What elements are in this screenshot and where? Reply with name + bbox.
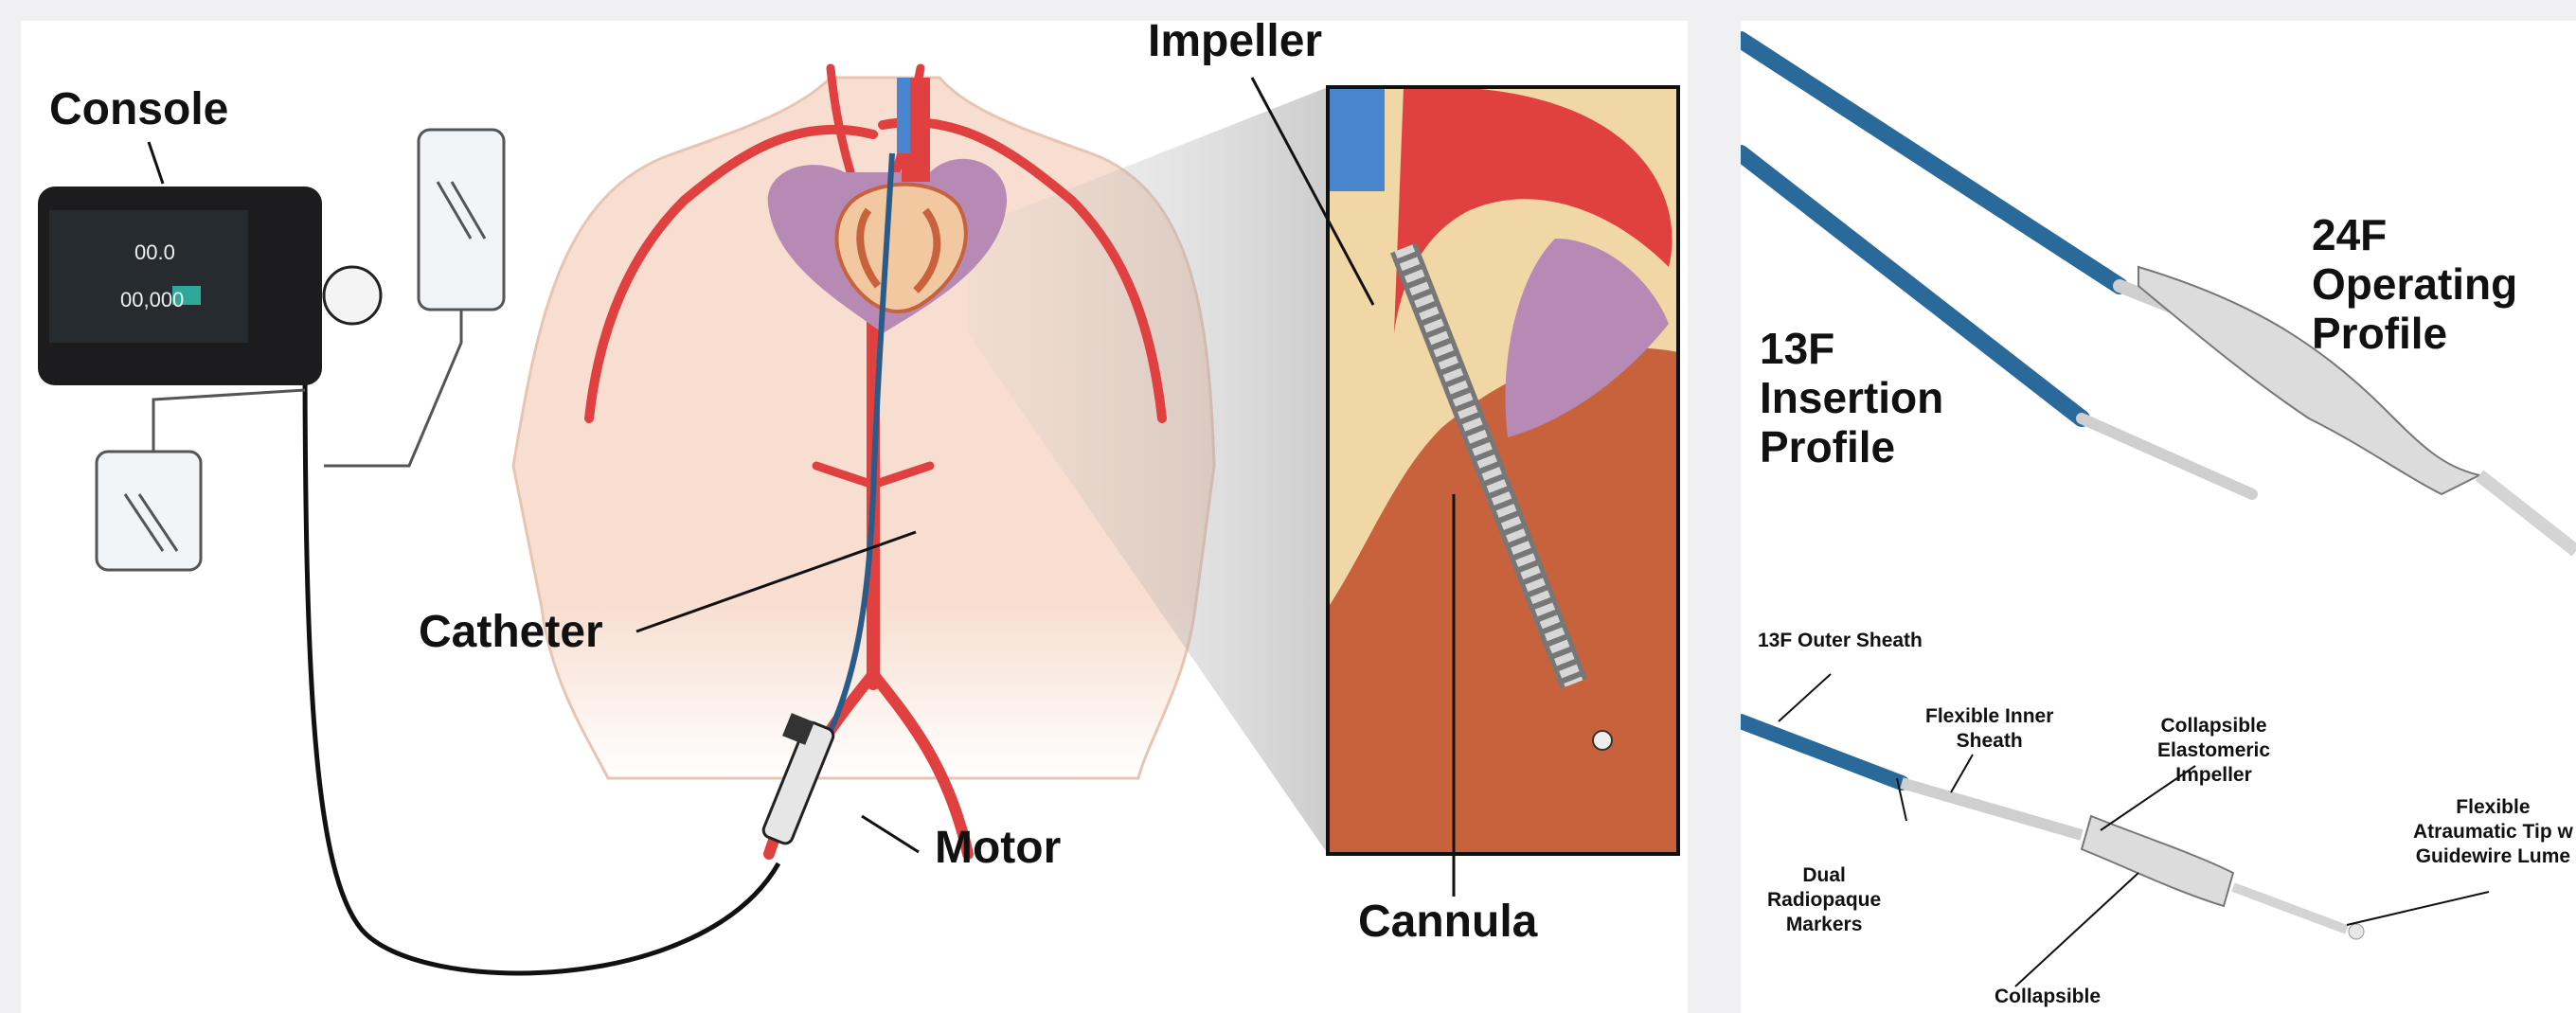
callout-lines xyxy=(1779,674,2489,986)
label-24f-line1: 24F xyxy=(2312,210,2517,259)
callout-inner-sheath-line1: Flexible Inner xyxy=(1925,704,2053,729)
callout-tip-line1: Flexible xyxy=(2413,795,2573,820)
label-impeller: Impeller xyxy=(1148,15,1322,67)
callout-outer-sheath: 13F Outer Sheath xyxy=(1758,629,1923,653)
label-13f-line1: 13F xyxy=(1760,324,1943,373)
callout-tip-line3: Guidewire Lume xyxy=(2413,844,2573,869)
label-motor: Motor xyxy=(935,822,1061,874)
label-console: Console xyxy=(49,83,228,135)
callout-impeller: Collapsible Elastomeric Impeller xyxy=(2157,714,2270,788)
callout-impeller-line3: Impeller xyxy=(2157,763,2270,788)
callout-inner-sheath-line2: Sheath xyxy=(1925,729,2053,754)
drain-bag xyxy=(97,390,305,570)
callout-tip: Flexible Atraumatic Tip w Guidewire Lume xyxy=(2413,795,2573,869)
callout-markers: Dual Radiopaque Markers xyxy=(1767,863,1881,937)
label-24f-profile: 24F Operating Profile xyxy=(2312,210,2517,358)
label-13f-profile: 13F Insertion Profile xyxy=(1760,324,1943,471)
callout-markers-line3: Markers xyxy=(1767,913,1881,937)
inset-heart-view xyxy=(1328,86,1678,854)
label-cannula: Cannula xyxy=(1358,896,1537,948)
callout-impeller-line2: Elastomeric xyxy=(2157,738,2270,763)
callout-bottom: Collapsible xyxy=(1995,985,2101,1009)
callout-markers-line2: Radiopaque xyxy=(1767,888,1881,913)
console-device xyxy=(38,187,381,385)
label-13f-line3: Profile xyxy=(1760,422,1943,471)
console-screen-bottom-value: 00,000 xyxy=(120,288,184,312)
pump-system-diagram: Console Impeller Catheter Motor Cannula … xyxy=(21,21,1688,1013)
callout-inner-sheath: Flexible Inner Sheath xyxy=(1925,704,2053,754)
device-photo-panel: 13F Insertion Profile 24F Operating Prof… xyxy=(1741,21,2576,1013)
callout-markers-line1: Dual xyxy=(1767,863,1881,888)
console-screen-top-value: 00.0 xyxy=(134,240,175,265)
label-24f-line2: Operating xyxy=(2312,259,2517,309)
callout-impeller-line1: Collapsible xyxy=(2157,714,2270,738)
label-catheter: Catheter xyxy=(419,606,603,658)
label-13f-line2: Insertion xyxy=(1760,373,1943,422)
callout-tip-line2: Atraumatic Tip w xyxy=(2413,820,2573,844)
diagram-illustration xyxy=(21,21,1688,1013)
label-24f-line3: Profile xyxy=(2312,309,2517,358)
